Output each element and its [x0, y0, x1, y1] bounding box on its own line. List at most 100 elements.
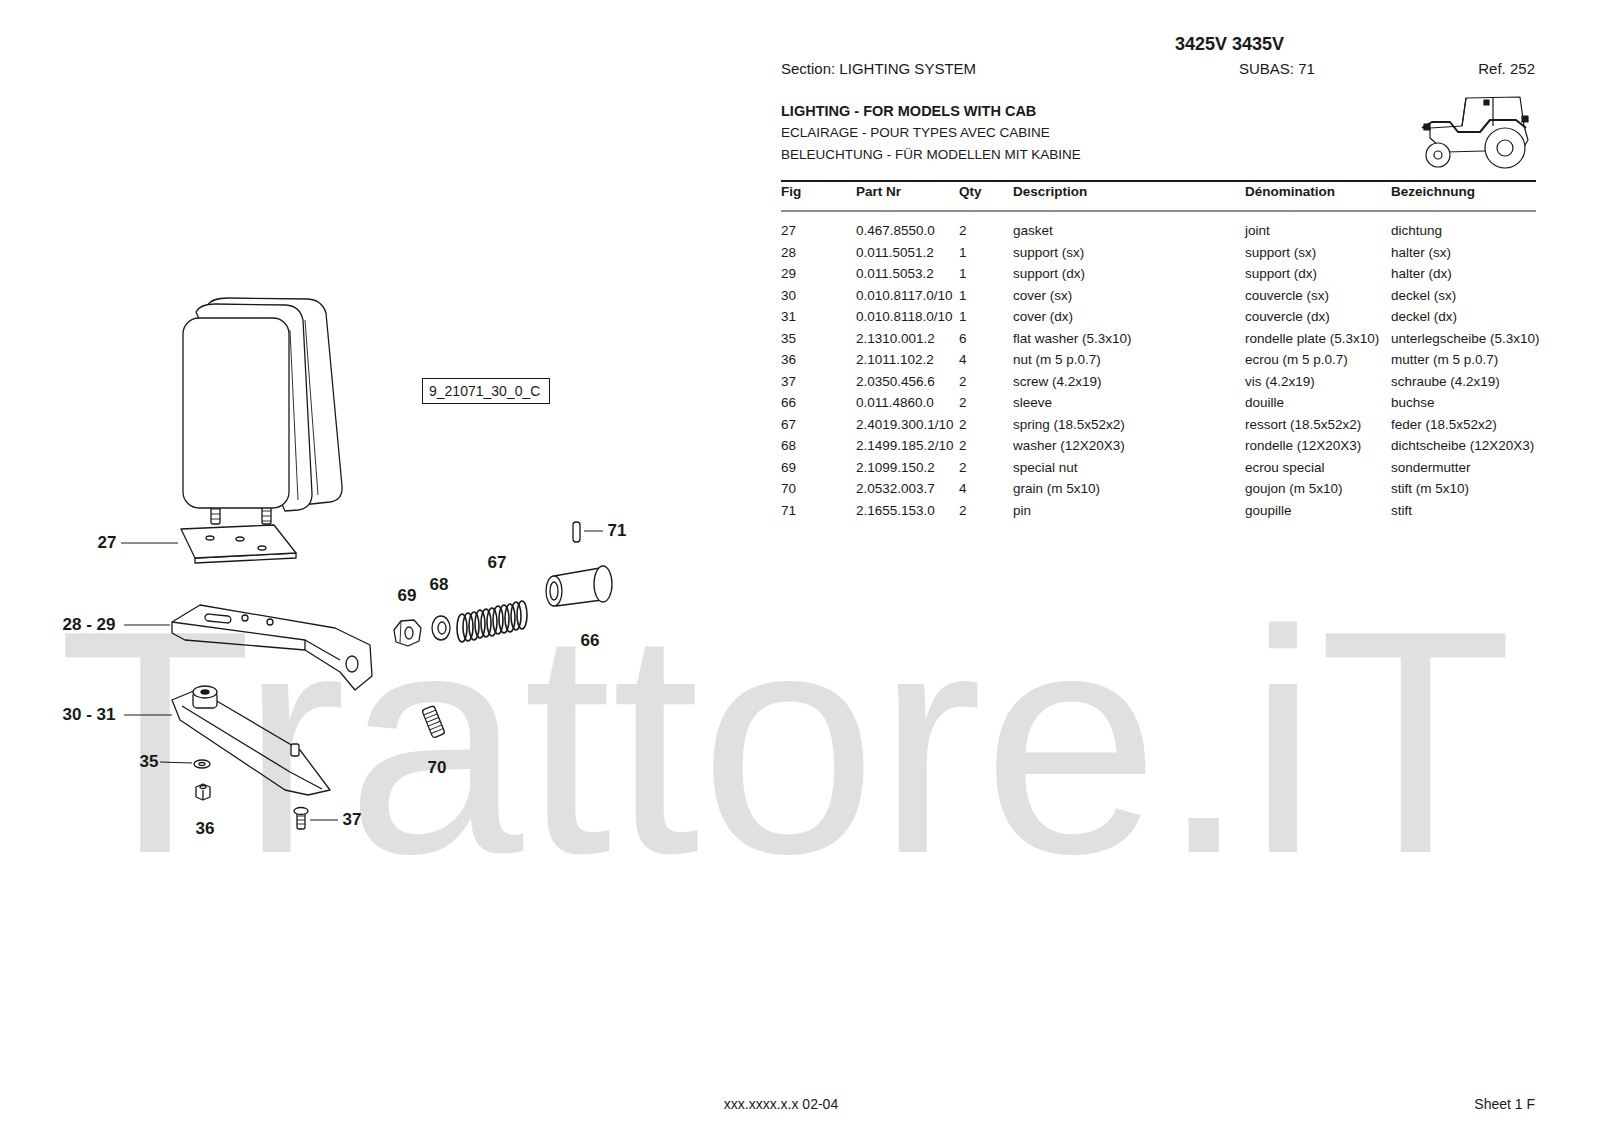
- table-cell: 37: [781, 374, 796, 390]
- table-cell: 71: [781, 503, 796, 519]
- table-cell: goujon (m 5x10): [1245, 481, 1343, 497]
- callout-number: 30 - 31: [63, 705, 116, 725]
- callout-number: 37: [343, 810, 362, 830]
- table-cell: special nut: [1013, 460, 1078, 476]
- table-cell: 2: [959, 395, 967, 411]
- table-cell: 2.1655.153.0: [856, 503, 935, 519]
- table-cell: 2.0350.456.6: [856, 374, 935, 390]
- table-cell: 2: [959, 503, 967, 519]
- table-cell: 35: [781, 331, 796, 347]
- table-cell: 30: [781, 288, 796, 304]
- group-title: LIGHTING - FOR MODELS WITH CAB: [781, 103, 1036, 120]
- table-cell: 2.4019.300.1/10: [856, 417, 954, 433]
- subassembly: SUBAS: 71: [1239, 60, 1315, 77]
- table-cell: cover (dx): [1013, 309, 1073, 325]
- table-cell: 0.010.8118.0/10: [856, 309, 953, 325]
- table-cell: dichtscheibe (12X20X3): [1391, 438, 1534, 454]
- table-cell: ressort (18.5x52x2): [1245, 417, 1361, 433]
- column-header: Fig: [781, 184, 801, 200]
- table-cell: 28: [781, 245, 796, 261]
- table-cell: 2: [959, 438, 967, 454]
- table-cell: 69: [781, 460, 796, 476]
- callout-number: 71: [608, 521, 627, 541]
- table-cell: cover (sx): [1013, 288, 1072, 304]
- callout-number: 36: [196, 819, 215, 839]
- section-name: Section: LIGHTING SYSTEM: [781, 60, 976, 77]
- table-cell: support (sx): [1245, 245, 1316, 261]
- table-cell: nut (m 5 p.0.7): [1013, 352, 1101, 368]
- table-cell: 2.1099.150.2: [856, 460, 935, 476]
- reference-code: 9_21071_30_0_C: [429, 382, 543, 400]
- table-cell: 31: [781, 309, 796, 325]
- table-cell: 68: [781, 438, 796, 454]
- table-cell: vis (4.2x19): [1245, 374, 1315, 390]
- table-cell: 29: [781, 266, 796, 282]
- table-cell: support (dx): [1013, 266, 1085, 282]
- table-cell: ecrou (m 5 p.0.7): [1245, 352, 1348, 368]
- table-cell: joint: [1245, 223, 1270, 239]
- table-cell: 2.1011.102.2: [856, 352, 934, 368]
- sheet-number: Sheet 1 F: [1474, 1096, 1535, 1112]
- group-title: BELEUCHTUNG - FÜR MODELLEN MIT KABINE: [781, 147, 1081, 163]
- table-cell: unterlegscheibe (5.3x10): [1391, 331, 1540, 347]
- column-header: Qty: [959, 184, 982, 200]
- table-cell: 2: [959, 223, 967, 239]
- column-header: Dénomination: [1245, 184, 1335, 200]
- table-cell: 67: [781, 417, 796, 433]
- group-title: ECLAIRAGE - POUR TYPES AVEC CABINE: [781, 125, 1050, 141]
- tractor-icon: [1422, 97, 1528, 168]
- table-cell: sondermutter: [1391, 460, 1471, 476]
- callout-number: 68: [430, 575, 449, 595]
- model-number: 3425V 3435V: [1175, 34, 1284, 55]
- table-cell: 0.011.5053.2: [856, 266, 934, 282]
- table-cell: 0.011.4860.0: [856, 395, 934, 411]
- table-cell: halter (sx): [1391, 245, 1451, 261]
- table-cell: stift (m 5x10): [1391, 481, 1469, 497]
- table-cell: rondelle (12X20X3): [1245, 438, 1361, 454]
- table-cell: douille: [1245, 395, 1284, 411]
- callout-number: 27: [98, 533, 117, 553]
- table-cell: 1: [959, 309, 967, 325]
- table-cell: flat washer (5.3x10): [1013, 331, 1132, 347]
- table-cell: couvercle (dx): [1245, 309, 1330, 325]
- table-cell: couvercle (sx): [1245, 288, 1329, 304]
- table-cell: 2: [959, 374, 967, 390]
- table-cell: 1: [959, 266, 967, 282]
- callout-number: 67: [488, 553, 507, 573]
- watermark: Trattore.iT: [58, 583, 1513, 901]
- reference-box: 9_21071_30_0_C: [422, 378, 550, 404]
- table-cell: dichtung: [1391, 223, 1442, 239]
- table-rule: [781, 211, 1536, 212]
- table-cell: 2.0532.003.7: [856, 481, 935, 497]
- table-cell: schraube (4.2x19): [1391, 374, 1500, 390]
- table-cell: deckel (sx): [1391, 288, 1456, 304]
- gasket: [181, 525, 296, 563]
- table-cell: rondelle plate (5.3x10): [1245, 331, 1379, 347]
- callout-number: 66: [581, 631, 600, 651]
- table-cell: 27: [781, 223, 796, 239]
- pin: [573, 522, 580, 542]
- table-cell: 36: [781, 352, 796, 368]
- table-cell: 1: [959, 288, 967, 304]
- table-cell: halter (dx): [1391, 266, 1452, 282]
- table-cell: 6: [959, 331, 967, 347]
- column-header: Part Nr: [856, 184, 901, 200]
- table-cell: 1: [959, 245, 967, 261]
- table-cell: mutter (m 5 p.0.7): [1391, 352, 1498, 368]
- table-cell: grain (m 5x10): [1013, 481, 1100, 497]
- table-cell: stift: [1391, 503, 1412, 519]
- table-cell: 2.1310.001.2: [856, 331, 935, 347]
- table-cell: gasket: [1013, 223, 1053, 239]
- table-cell: buchse: [1391, 395, 1435, 411]
- table-cell: goupille: [1245, 503, 1292, 519]
- table-cell: 0.467.8550.0: [856, 223, 935, 239]
- table-cell: washer (12X20X3): [1013, 438, 1125, 454]
- table-cell: 2: [959, 460, 967, 476]
- table-cell: 66: [781, 395, 796, 411]
- table-cell: 4: [959, 352, 967, 368]
- table-cell: 2: [959, 417, 967, 433]
- reference: Ref. 252: [1478, 60, 1535, 77]
- table-cell: spring (18.5x52x2): [1013, 417, 1125, 433]
